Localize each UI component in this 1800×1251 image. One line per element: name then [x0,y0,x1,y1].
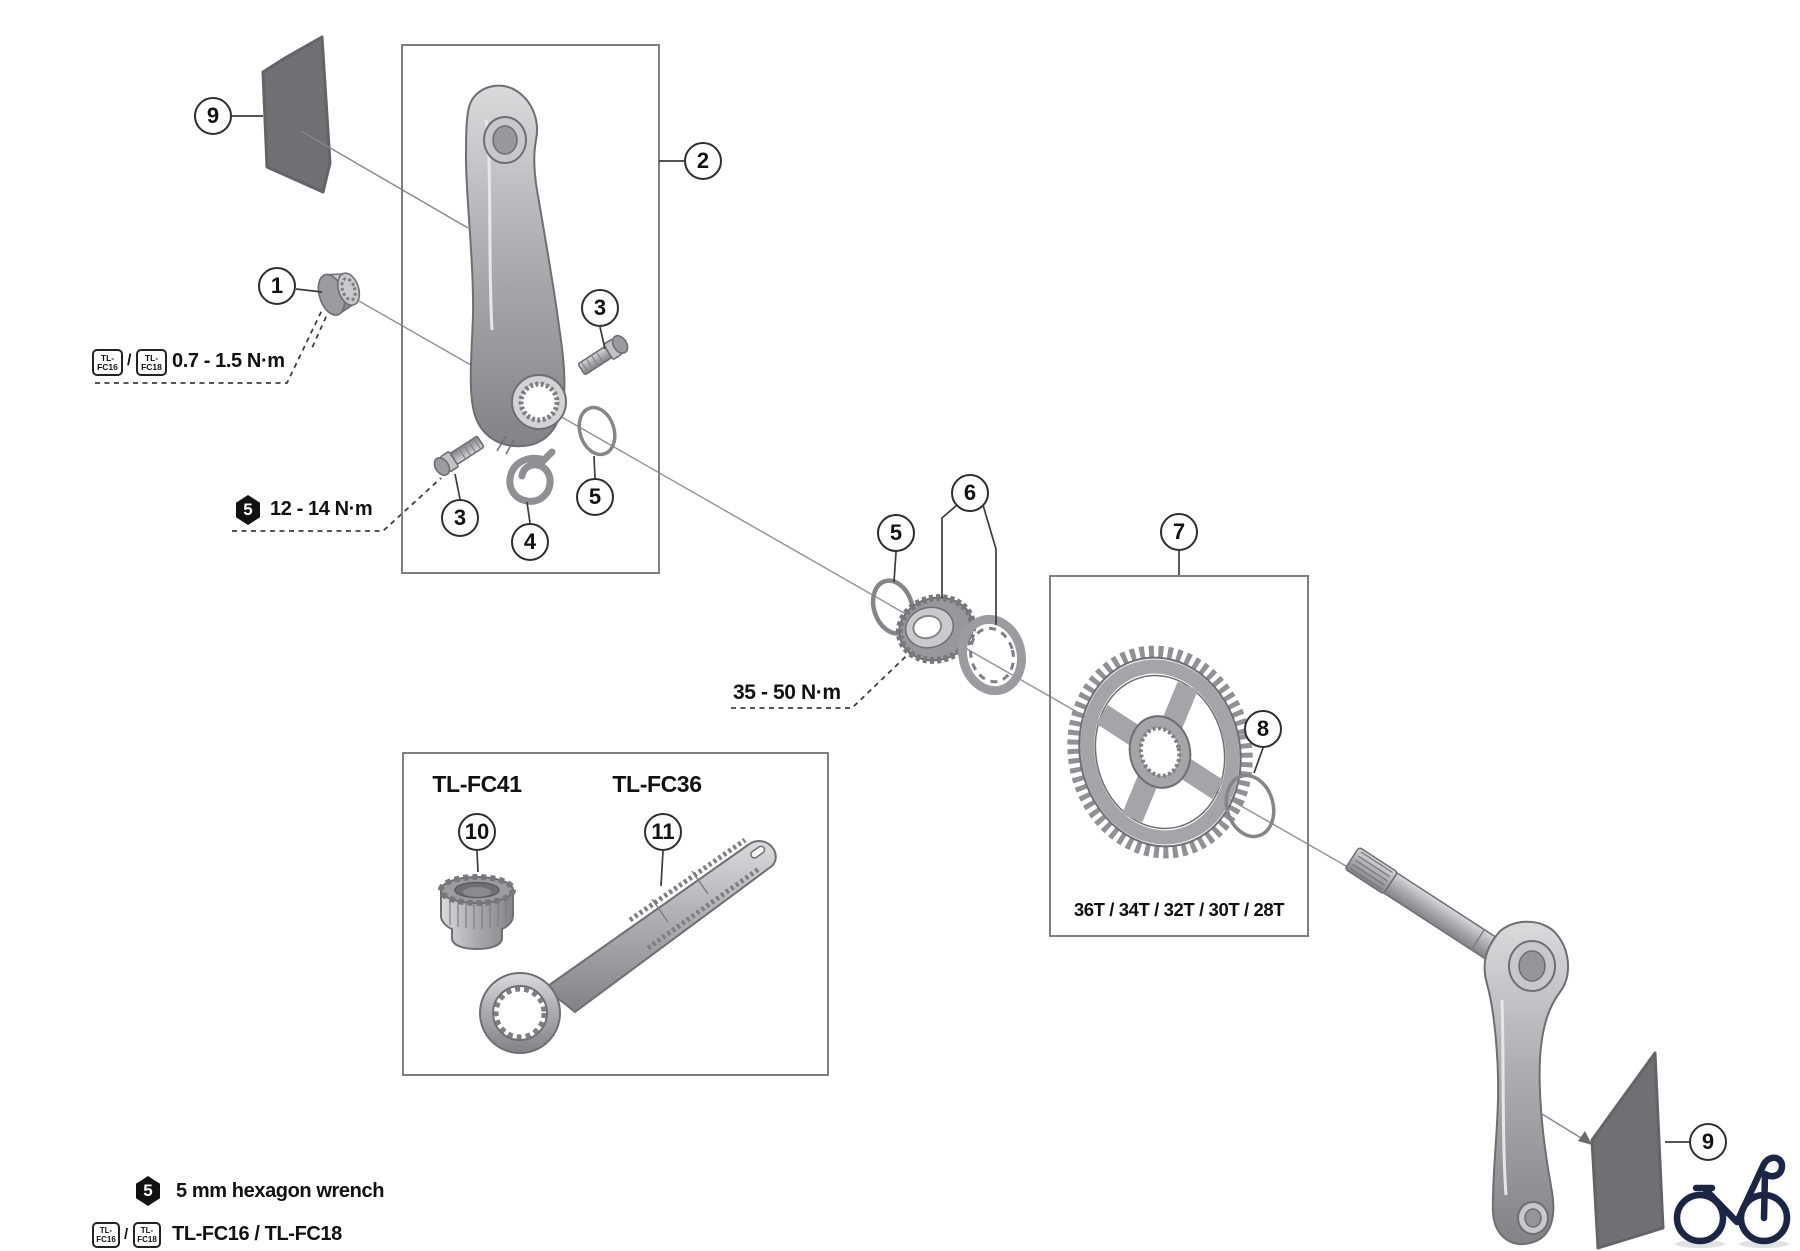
tl-fc41-lockring-tool [438,874,516,951]
callout-3-lower: 3 [441,499,479,537]
tl-fc36-label: TL-FC36 [612,771,702,797]
tl-fc41-label: TL-FC41 [432,771,522,797]
left-crank-arm [464,84,567,455]
torque-leader-lines [95,307,924,709]
callout-10: 10 [458,813,496,851]
callout-4: 4 [511,523,549,561]
protector-sheet-left [261,35,469,229]
callout-1: 1 [258,267,296,305]
lock-ring [895,594,977,664]
torque-cap-label: 0.7 - 1.5 N·m [172,350,285,372]
callout-6: 6 [951,474,989,512]
chip-line: FC16 [96,1235,116,1244]
chip-line: TL- [100,352,115,363]
pinch-bolt-lower [430,432,487,479]
chip-line: TL- [140,1226,154,1235]
callout-9-left: 9 [194,97,232,135]
torque-lockring-label: 35 - 50 N·m [733,681,841,704]
callout-2: 2 [684,142,722,180]
torque-pinch-bolt-label: 12 - 14 N·m [270,498,373,520]
tl-fc16-chip-legend: TL- FC16 [92,1222,120,1248]
chainring [1067,645,1253,859]
crank-arm-fixing-cap [317,272,361,316]
crank-spindle [1345,847,1504,963]
detail-box-left-crank [401,44,660,574]
tool-box [402,752,829,1076]
tl-fc18-chip-legend: TL- FC18 [133,1222,161,1248]
o-ring-crank [577,405,617,457]
chip-line: FC18 [137,1235,157,1244]
callout-5-crank: 5 [576,478,614,516]
chip-separator: / [127,352,132,369]
chip-separator-legend: / [124,1226,129,1243]
callout-7: 7 [1160,513,1198,551]
callout-3-upper: 3 [581,289,619,327]
chainring-sizes-label: 36T / 34T / 32T / 30T / 28T [1073,899,1285,920]
chip-line: FC16 [97,361,118,372]
tl-fc16-chip: TL- FC16 [92,349,123,376]
chip-line: TL- [99,1226,113,1235]
callout-5-axle: 5 [877,514,915,552]
safety-plate [506,448,556,505]
tl-fc36-wrench [479,837,777,1054]
legend-tools-text: TL-FC16 / TL-FC18 [172,1223,342,1245]
bicycle-logo-icon [1673,1154,1791,1248]
callout-leader-lines [232,115,1689,1143]
legend-hex-wrench-text: 5 mm hexagon wrench [176,1180,385,1202]
right-crank-arm [1483,920,1592,1245]
spline-washer [958,614,1026,696]
chip-line: TL- [144,352,159,363]
detail-box-chainring [1049,575,1309,937]
o-ring-chainring [1224,773,1276,839]
tl-fc18-chip: TL- FC18 [136,349,167,376]
protector-sheet-right [1590,1051,1665,1250]
callout-8: 8 [1244,710,1282,748]
callout-11: 11 [644,813,682,851]
chip-line: FC18 [141,361,162,372]
callout-9-right: 9 [1689,1123,1727,1161]
